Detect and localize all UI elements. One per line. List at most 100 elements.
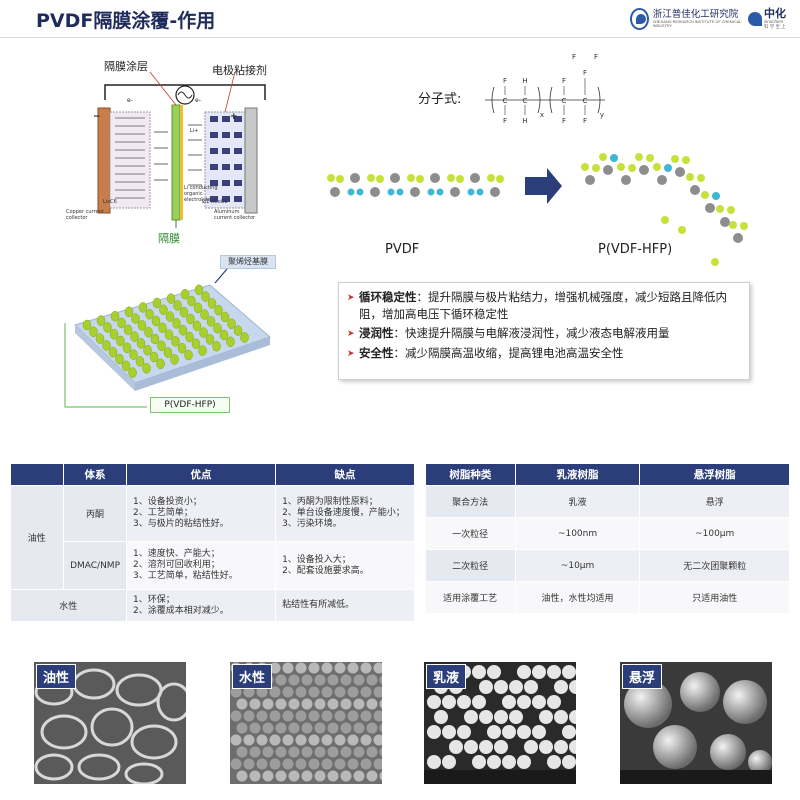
cons-cell: 1、设备投入大； 2、配套设施要求高。 [275,541,415,590]
table-cell: ~100μm [639,517,790,550]
granule [295,734,307,746]
emulsion-sphere [427,725,441,739]
emulsion-sphere [472,665,486,679]
pvdf-particle [179,306,189,318]
arrow-bullet-icon: ➤ [347,293,355,303]
table-cell: 油性，水性均适用 [515,581,641,614]
emulsion-sphere [479,710,493,724]
svg-text:y: y [600,111,604,119]
benefit-safety: ➤ 安全性：减少隔膜高温收缩，提高锂电池高温安全性 [347,345,741,363]
table-header-row: 树脂种类 乳液树脂 悬浮树脂 [425,463,790,486]
granule [366,770,378,782]
pvdf-particle [144,326,153,338]
emulsion-sphere [509,710,523,724]
table-header-cell [9,463,65,486]
pvdf-particle [143,344,152,356]
fluorine-atom [407,174,415,182]
hydrogen-atom [387,188,395,196]
granule [314,674,326,686]
ion-label: Li+ [190,128,199,134]
emulsion-sphere [487,665,501,679]
carbon-atom [720,217,730,227]
svg-text:F: F [594,53,598,61]
arrow-bullet-icon: ➤ [347,349,355,359]
granule [379,675,382,685]
emulsion-sphere [554,710,568,724]
emulsion-sphere [562,665,576,679]
fluorine-atom [701,191,709,199]
granule [366,722,378,734]
granule [379,723,382,733]
cons-cell: 粘结性有所减低。 [275,589,415,622]
granule [360,758,372,770]
granule [256,686,268,698]
granule [295,686,307,698]
fluorine-atom [487,174,495,182]
pvdf-particle [199,327,208,338]
pvdf-particle [103,322,112,333]
pvdf-particle [177,342,187,354]
fluorine-atom [367,174,375,182]
substituent-atom [740,222,748,230]
granule [353,674,365,686]
granule [321,662,333,674]
granule [373,710,382,722]
sinochem-logo-subtext: sinochem [764,19,784,24]
emulsion-sphere [532,725,546,739]
electrolyte-label: Li conducting organic electrolyte [184,185,218,203]
granule [308,662,320,674]
granule [301,746,313,758]
svg-text:F: F [562,77,566,85]
granule [301,674,313,686]
emulsion-sphere [554,740,568,754]
granule [275,698,287,710]
binder-label: 电极粘接剂 [212,64,267,77]
carbon-atom [675,167,685,177]
granule [340,674,352,686]
pvdf-molecule-model [327,173,504,197]
granule [366,674,378,686]
emulsion-sphere [494,680,508,694]
carbon-atom [390,173,400,183]
granule [282,662,294,674]
pvdf-particle [137,320,147,331]
carbon-atom [690,185,700,195]
sem-info-bar [620,770,772,784]
granule [314,698,326,710]
fluorine-atom [711,258,719,266]
emulsion-sphere [524,740,538,754]
pvdf-particle [198,345,207,356]
transform-arrow-icon [525,168,562,204]
svg-text:F: F [562,117,566,125]
carbon-atom [430,173,440,183]
pvdf-particle [170,354,179,365]
emulsion-sphere [442,695,456,709]
carbon-atom [657,175,667,185]
formula-label: 分子式: [418,92,462,107]
molecule-models [327,153,748,266]
granule [282,710,294,722]
granule [282,758,294,770]
emulsion-sphere [532,665,546,679]
carbon-atom [705,203,715,213]
pvdf-particle [165,311,175,322]
granule [269,734,281,746]
table-cell: 无二次团聚颗粒 [639,549,790,582]
header-bar: PVDF隔膜涂覆-作用 浙江普佳化工研究院 ZHEJIANG RESEARCH … [0,0,800,38]
granule [282,734,294,746]
photo-label-emulsion: 乳液 [426,664,467,689]
emulsion-sphere [494,710,508,724]
table-cell: 二次粒径 [425,549,516,582]
pvdf-particle [220,311,230,323]
benefit-wettability: ➤ 浸润性：快速提升隔膜与电解液浸润性，减少液态电解液用量 [347,325,741,343]
pvdf-particle [158,322,167,334]
minus-sign: − [93,112,101,122]
pvdf-particle [187,295,196,307]
emulsion-sphere [524,680,538,694]
pvdf-particle [184,349,193,361]
granule [243,758,255,770]
pvdf-particle [102,340,111,351]
pvdf-particle [192,320,202,332]
pvdf-particle [96,315,106,326]
